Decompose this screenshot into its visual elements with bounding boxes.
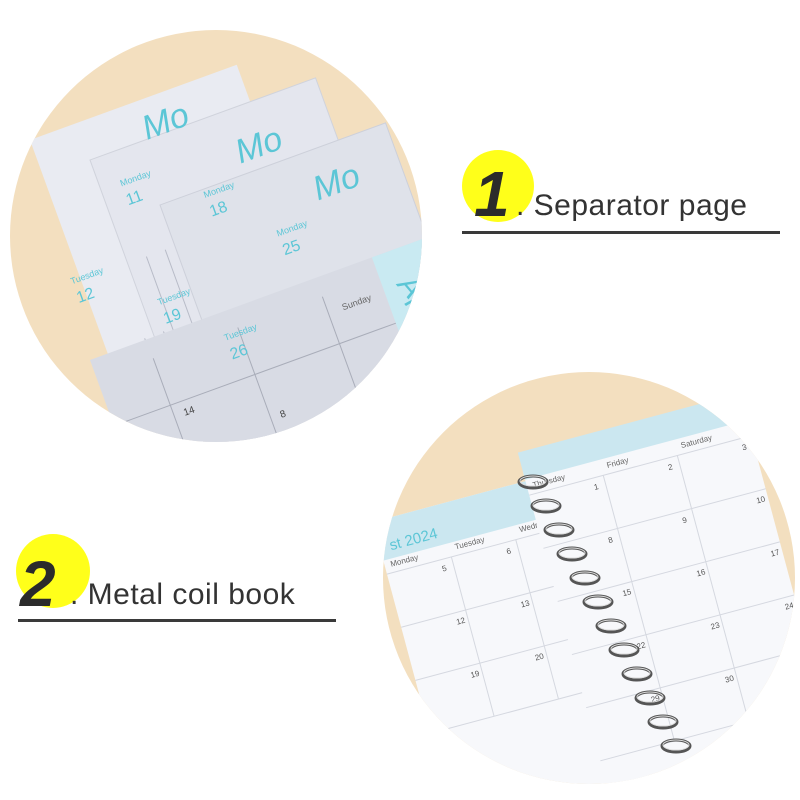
coil-highlight bbox=[610, 643, 638, 655]
date-label: 8 bbox=[279, 408, 288, 420]
metal-coil-book-photo: st 2024 MondayTuesdayWednesday5671213141… bbox=[383, 372, 795, 784]
date-label: 20 bbox=[534, 651, 545, 662]
coil-highlight bbox=[558, 547, 586, 559]
date-label: 1 bbox=[593, 482, 600, 492]
date-label: 12 bbox=[74, 285, 97, 307]
date-label: 6 bbox=[505, 546, 512, 556]
coil-highlight bbox=[571, 571, 599, 583]
underline-divider bbox=[462, 231, 780, 234]
date-label: 8 bbox=[607, 535, 614, 545]
date-label: 2 bbox=[667, 462, 674, 472]
date-label: 22 bbox=[636, 640, 647, 651]
date-label: 18 bbox=[207, 198, 230, 220]
coil-highlight bbox=[545, 523, 573, 535]
feature-label: . Metal coil book bbox=[70, 578, 296, 611]
date-label: 24 bbox=[784, 601, 795, 612]
highlight-circle bbox=[16, 534, 90, 608]
date-label: 3 bbox=[741, 442, 748, 452]
date-label: 26 bbox=[228, 341, 251, 363]
coil-highlight bbox=[636, 691, 664, 703]
coil-highlight bbox=[662, 739, 690, 751]
date-label: 25 bbox=[280, 237, 303, 259]
feature-number: 1 bbox=[474, 158, 510, 230]
grid-line bbox=[557, 541, 780, 602]
coil-ring bbox=[673, 762, 705, 778]
date-label: 16 bbox=[695, 567, 706, 578]
date-label: 29 bbox=[650, 693, 661, 704]
coil-highlight bbox=[584, 595, 612, 607]
highlight-circle bbox=[462, 150, 534, 222]
coil-highlight bbox=[623, 667, 651, 679]
grid-line bbox=[676, 455, 749, 722]
grid-line bbox=[529, 435, 752, 496]
date-label: 15 bbox=[621, 587, 632, 598]
coil-highlight bbox=[649, 715, 677, 727]
date-label: 17 bbox=[770, 547, 781, 558]
underline-divider bbox=[18, 619, 336, 622]
date-label: 9 bbox=[681, 515, 688, 525]
date-label: 23 bbox=[710, 620, 721, 631]
date-label: 13 bbox=[520, 598, 531, 609]
date-label: 30 bbox=[724, 673, 735, 684]
date-label: 11 bbox=[124, 187, 146, 209]
grid-line bbox=[586, 647, 795, 709]
grid-line bbox=[543, 488, 766, 549]
date-label: 5 bbox=[441, 564, 448, 574]
coil-highlight bbox=[597, 619, 625, 631]
date-label: 12 bbox=[455, 616, 466, 627]
grid-line bbox=[450, 556, 495, 717]
separator-page-photo: Mo Monday 11 Tuesday 12 Mo Monday 18 Tue… bbox=[10, 30, 422, 442]
grid-line bbox=[571, 594, 795, 656]
date-label: 19 bbox=[470, 669, 481, 680]
coil-highlight bbox=[532, 499, 560, 511]
feature-label: . Separator page bbox=[516, 189, 748, 222]
date-label: 19 bbox=[161, 306, 184, 328]
coil-highlight bbox=[519, 475, 547, 487]
date-label: 10 bbox=[755, 494, 766, 505]
feature-number: 2 bbox=[20, 548, 56, 620]
coil-highlight bbox=[675, 763, 703, 775]
date-label: 14 bbox=[182, 404, 197, 418]
grid-line bbox=[515, 539, 559, 700]
